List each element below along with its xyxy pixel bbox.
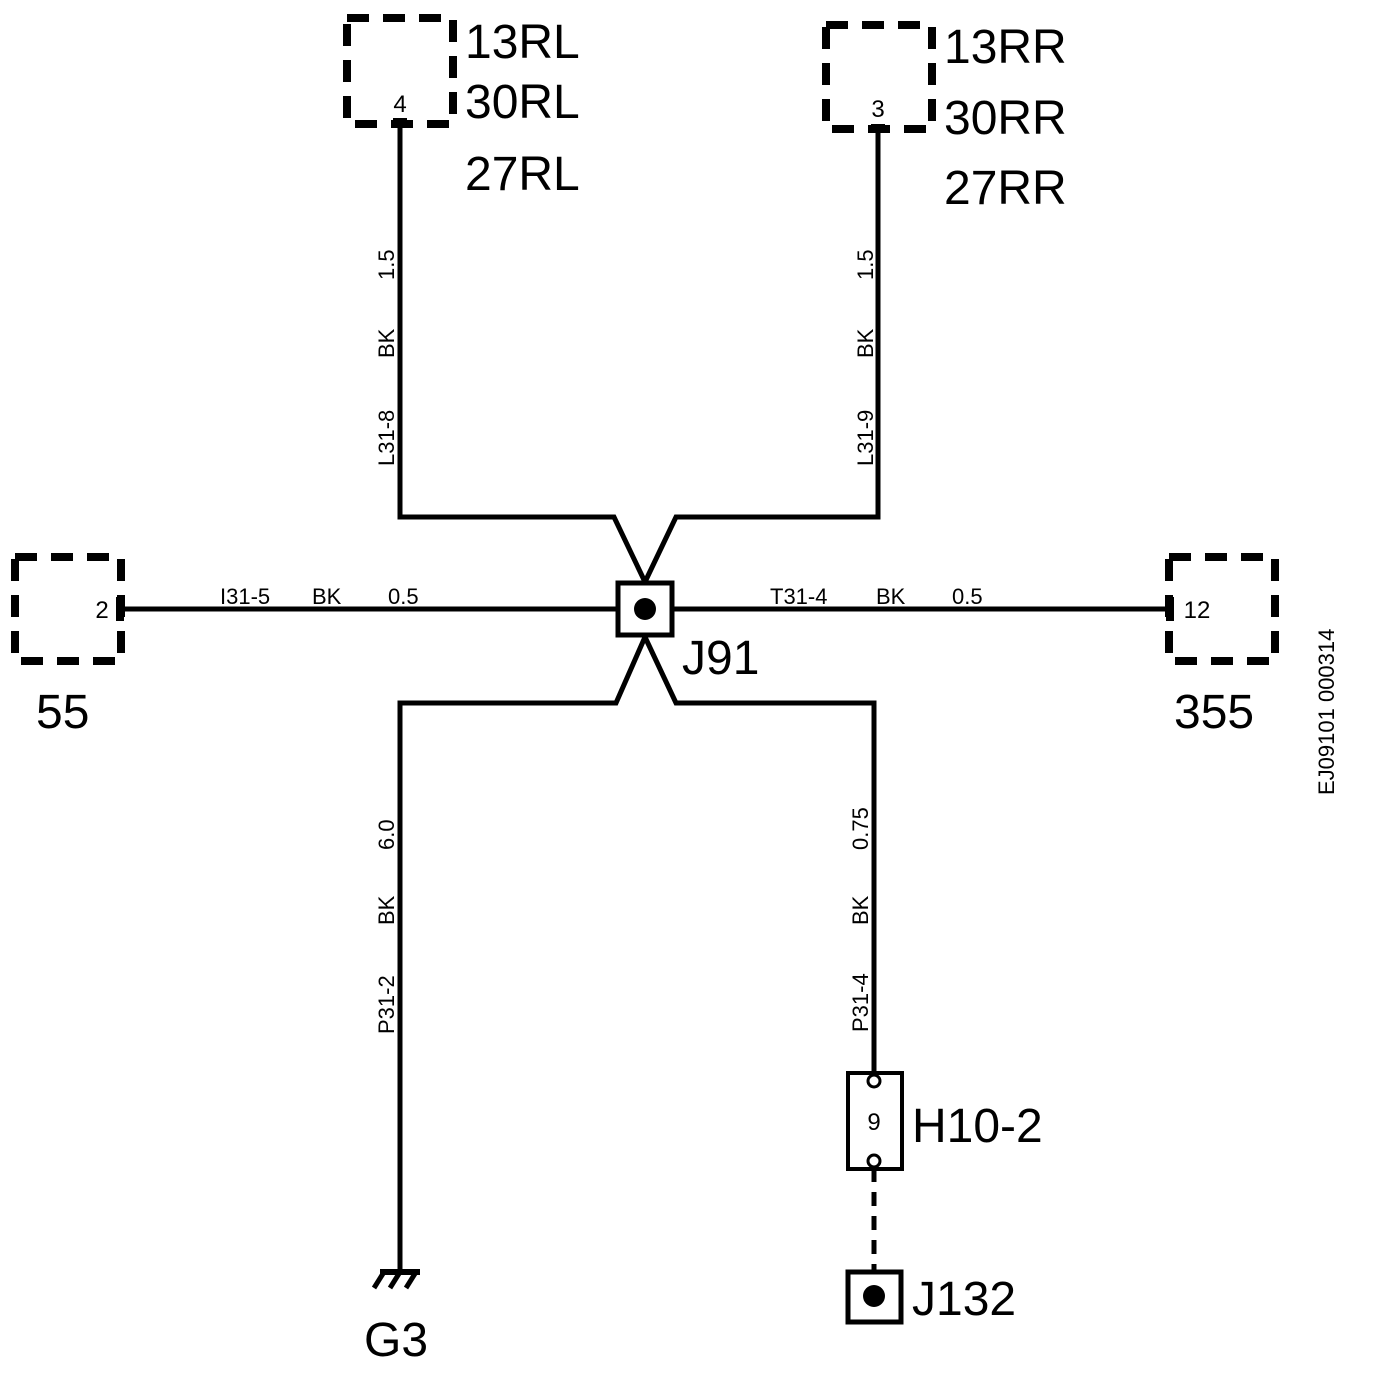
wire-rr-size: 1.5 bbox=[853, 249, 878, 280]
wire-rr-color: BK bbox=[853, 328, 878, 358]
ground-g3-label: G3 bbox=[364, 1314, 428, 1367]
splice-j132-dot bbox=[863, 1285, 885, 1307]
doc-id: EJ09101 000314 bbox=[1314, 629, 1339, 795]
wire-left-size: 0.5 bbox=[388, 584, 419, 609]
component-rl-label-1: 13RL bbox=[465, 16, 580, 69]
wire-rl bbox=[397, 124, 648, 584]
wire-h10 bbox=[642, 635, 877, 1080]
component-55-pin: 2 bbox=[95, 597, 108, 624]
wire-h10-labels: P31-4 BK 0.75 bbox=[848, 807, 873, 1032]
component-355-pin: 12 bbox=[1184, 597, 1211, 624]
splice-j91-label: J91 bbox=[682, 632, 759, 685]
wire-rl-id: L31-8 bbox=[374, 410, 399, 466]
wire-rr-id: L31-9 bbox=[853, 410, 878, 466]
component-rl: 4 13RL 30RL 27RL bbox=[343, 14, 580, 201]
wire-h10-color: BK bbox=[848, 895, 873, 925]
wire-rl-labels: L31-8 BK 1.5 bbox=[374, 249, 399, 466]
wire-h10-id: P31-4 bbox=[848, 973, 873, 1032]
component-rr-pin: 3 bbox=[871, 96, 884, 123]
wire-ground bbox=[397, 635, 648, 1270]
wire-left-labels: I31-5 BK 0.5 bbox=[220, 584, 419, 609]
wire-right-labels: T31-4 BK 0.5 bbox=[770, 584, 983, 609]
wire-right-color: BK bbox=[876, 584, 906, 609]
connector-h10-pin: 9 bbox=[867, 1109, 880, 1136]
component-355-label: 355 bbox=[1174, 686, 1254, 739]
wire-ground-color: BK bbox=[374, 895, 399, 925]
wire-right-id: T31-4 bbox=[770, 584, 827, 609]
connector-h10-pin-bottom bbox=[866, 1153, 882, 1169]
ground-tick-2 bbox=[387, 1270, 403, 1290]
connector-h10-box bbox=[846, 1071, 904, 1171]
component-rr-label-2: 30RR bbox=[944, 92, 1067, 145]
component-rr-label-3: 27RR bbox=[944, 162, 1067, 215]
wire-rr-terminal bbox=[871, 124, 885, 132]
connector-h10: 9 H10-2 bbox=[846, 1071, 1043, 1171]
component-rr: 3 13RR 30RR 27RR bbox=[822, 21, 1067, 215]
ground-tick-3 bbox=[403, 1270, 419, 1290]
component-rl-label-2: 30RL bbox=[465, 76, 580, 129]
connector-h10-pin-top bbox=[866, 1073, 882, 1089]
ground-g3: G3 bbox=[364, 1269, 428, 1367]
component-rl-pin: 4 bbox=[393, 91, 406, 118]
wire-ground-size: 6.0 bbox=[374, 819, 399, 850]
connector-h10-label: H10-2 bbox=[912, 1100, 1043, 1153]
wire-rl-terminal bbox=[393, 118, 407, 126]
wire-rr bbox=[642, 129, 881, 584]
wire-h10-size: 0.75 bbox=[848, 807, 873, 850]
wire-right-size: 0.5 bbox=[952, 584, 983, 609]
splice-j132: J132 bbox=[845, 1269, 1016, 1326]
splice-j91-dot bbox=[634, 598, 656, 620]
wire-rr-labels: L31-9 BK 1.5 bbox=[853, 249, 878, 466]
component-rr-label-1: 13RR bbox=[944, 21, 1067, 74]
wire-left-terminal bbox=[116, 597, 124, 621]
component-55: 2 55 bbox=[11, 553, 125, 739]
wire-left-id: I31-5 bbox=[220, 584, 270, 609]
splice-j132-label: J132 bbox=[912, 1273, 1016, 1326]
wire-right-terminal bbox=[1166, 597, 1174, 621]
component-355: 12 355 bbox=[1165, 553, 1279, 739]
splice-j91: J91 bbox=[615, 580, 759, 685]
wire-rl-size: 1.5 bbox=[374, 249, 399, 280]
wire-left-color: BK bbox=[312, 584, 342, 609]
wire-ground-labels: P31-2 BK 6.0 bbox=[374, 819, 399, 1034]
component-rl-label-3: 27RL bbox=[465, 148, 580, 201]
component-55-label: 55 bbox=[36, 686, 89, 739]
wire-rl-color: BK bbox=[374, 328, 399, 358]
ground-tick-1 bbox=[371, 1270, 387, 1290]
wire-ground-id: P31-2 bbox=[374, 975, 399, 1034]
